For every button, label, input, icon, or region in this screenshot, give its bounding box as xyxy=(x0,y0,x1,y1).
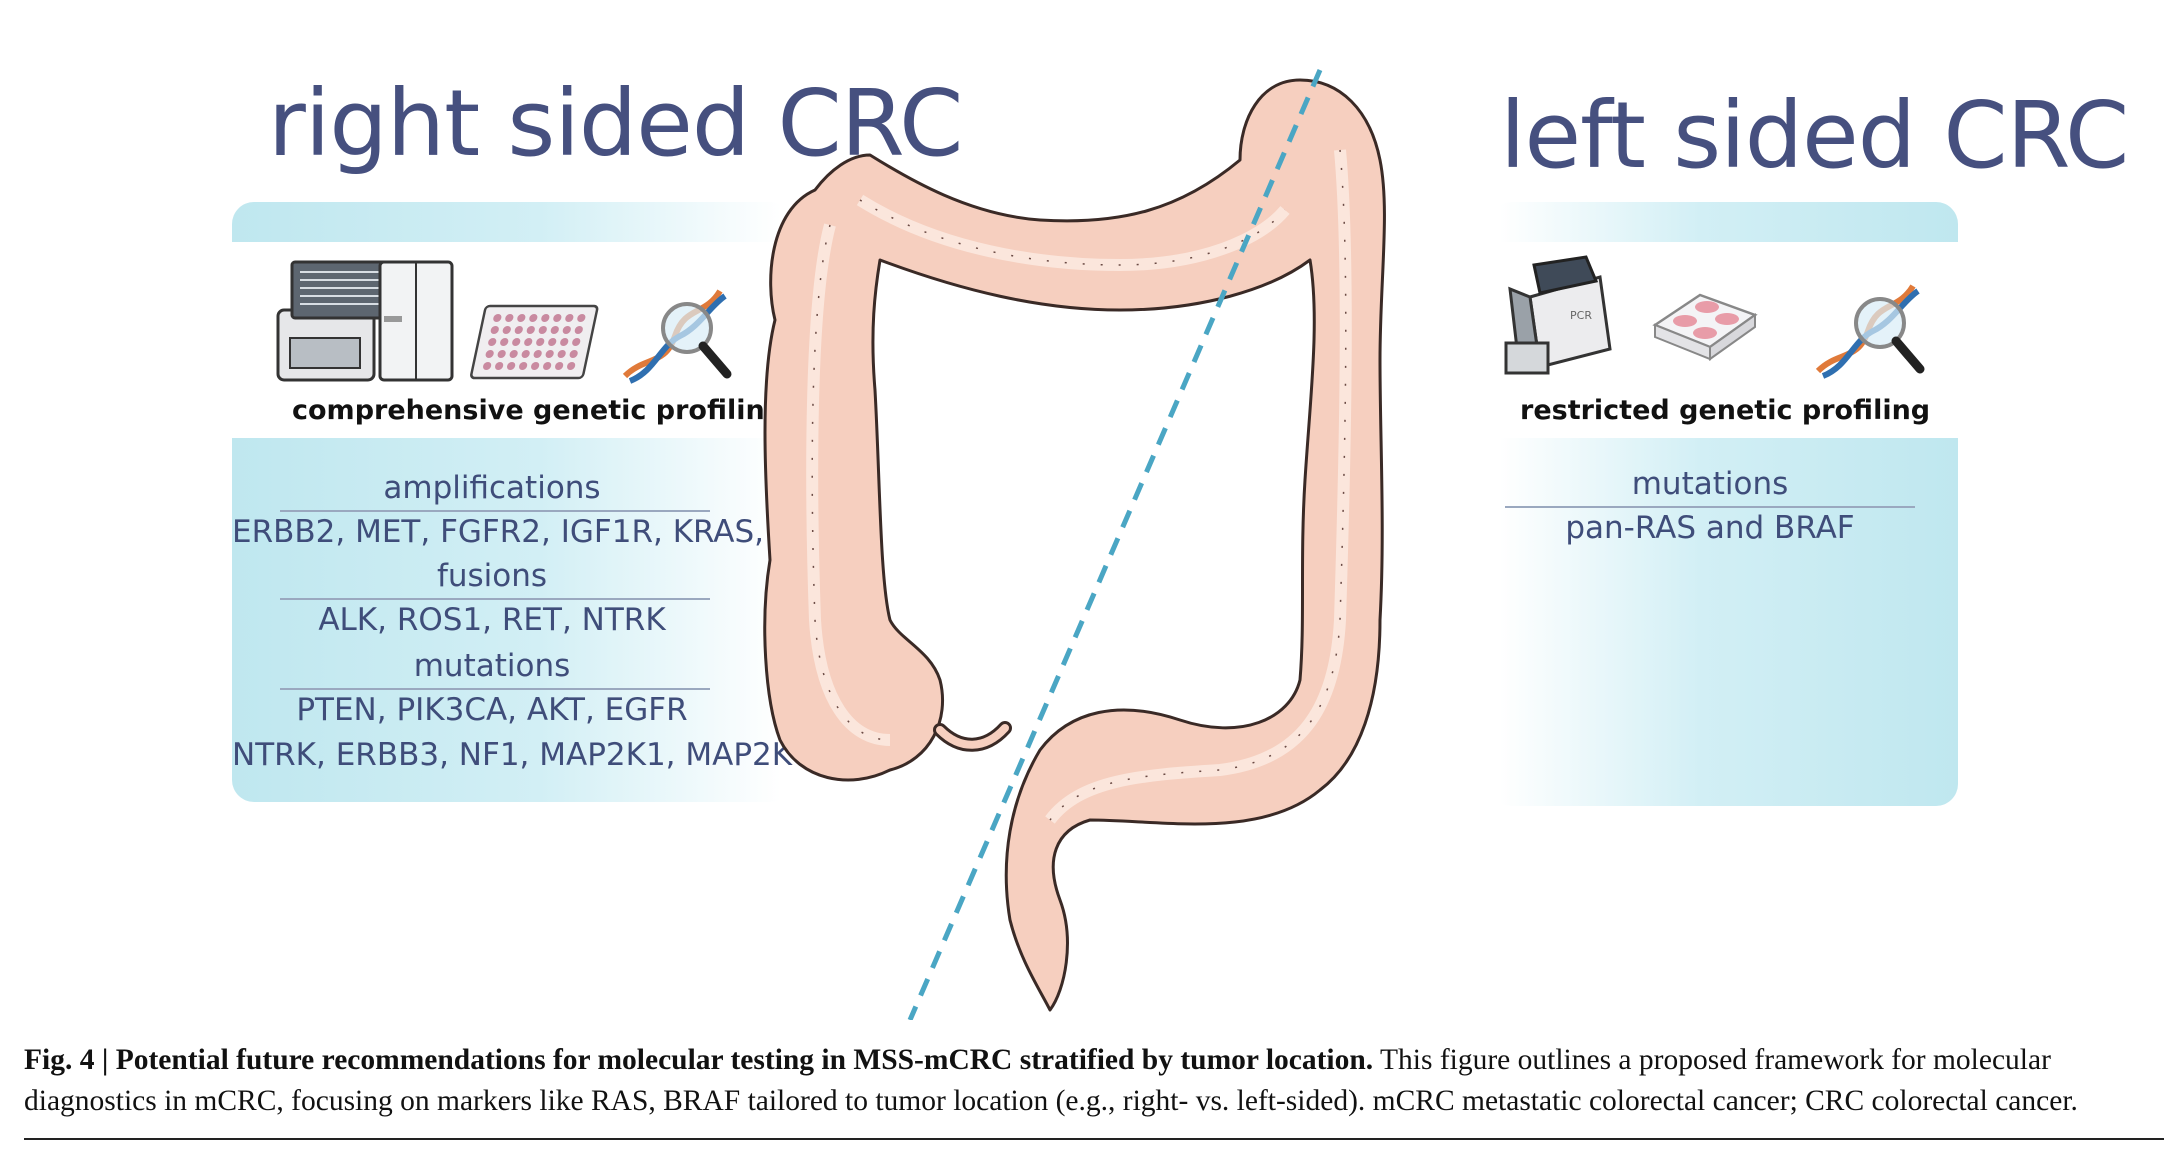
marker-line: ALK, ROS1, RET, NTRK xyxy=(318,602,666,638)
sequencer-icon xyxy=(276,260,454,382)
location-divider-line xyxy=(907,69,1323,1020)
restricted-profiling-label: restricted genetic profiling xyxy=(1520,395,1931,426)
group-heading: fusions xyxy=(436,558,548,594)
dna-magnifier-icon xyxy=(1815,284,1925,379)
well-plate-icon xyxy=(470,304,599,380)
marker-line: pan-RAS and BRAF xyxy=(1565,510,1855,546)
left-sided-title: left sided CRC xyxy=(1500,82,2129,189)
divider xyxy=(280,598,710,600)
caption-bold: Fig. 4 | Potential future recommendation… xyxy=(24,1044,1374,1076)
marker-line: NTRK, ERBB3, NF1, MAP2K1, MAP2K4 xyxy=(232,737,812,773)
right-icons xyxy=(276,260,732,384)
left-icons: PCR xyxy=(1504,255,1925,379)
dna-magnifier-icon xyxy=(622,289,732,384)
marker-line: PTEN, PIK3CA, AKT, EGFR xyxy=(296,692,688,728)
group-heading: mutations xyxy=(1631,466,1789,502)
divider xyxy=(1505,506,1915,508)
marker-line: ERBB2, MET, FGFR2, IGF1R, KRAS, ARAF xyxy=(232,514,855,550)
comprehensive-profiling-label: comprehensive genetic profiling xyxy=(292,395,785,426)
figure-caption: Fig. 4 | Potential future recommendation… xyxy=(24,1040,2144,1122)
divider xyxy=(280,510,710,512)
pcr-machine-icon: PCR xyxy=(1504,255,1612,375)
divider xyxy=(280,688,710,690)
group-heading: amplifications xyxy=(383,470,601,506)
caption-rule xyxy=(24,1138,2164,1140)
colon-illustration xyxy=(763,69,1386,1020)
caption-text: This figure outlines a proposed framewor… xyxy=(24,1044,2078,1117)
petri-dish-icon xyxy=(1652,293,1758,361)
group-heading: mutations xyxy=(413,648,571,684)
colon-icon xyxy=(763,78,1386,1012)
pcr-label: PCR xyxy=(1570,309,1592,322)
right-sided-title: right sided CRC xyxy=(268,70,963,177)
